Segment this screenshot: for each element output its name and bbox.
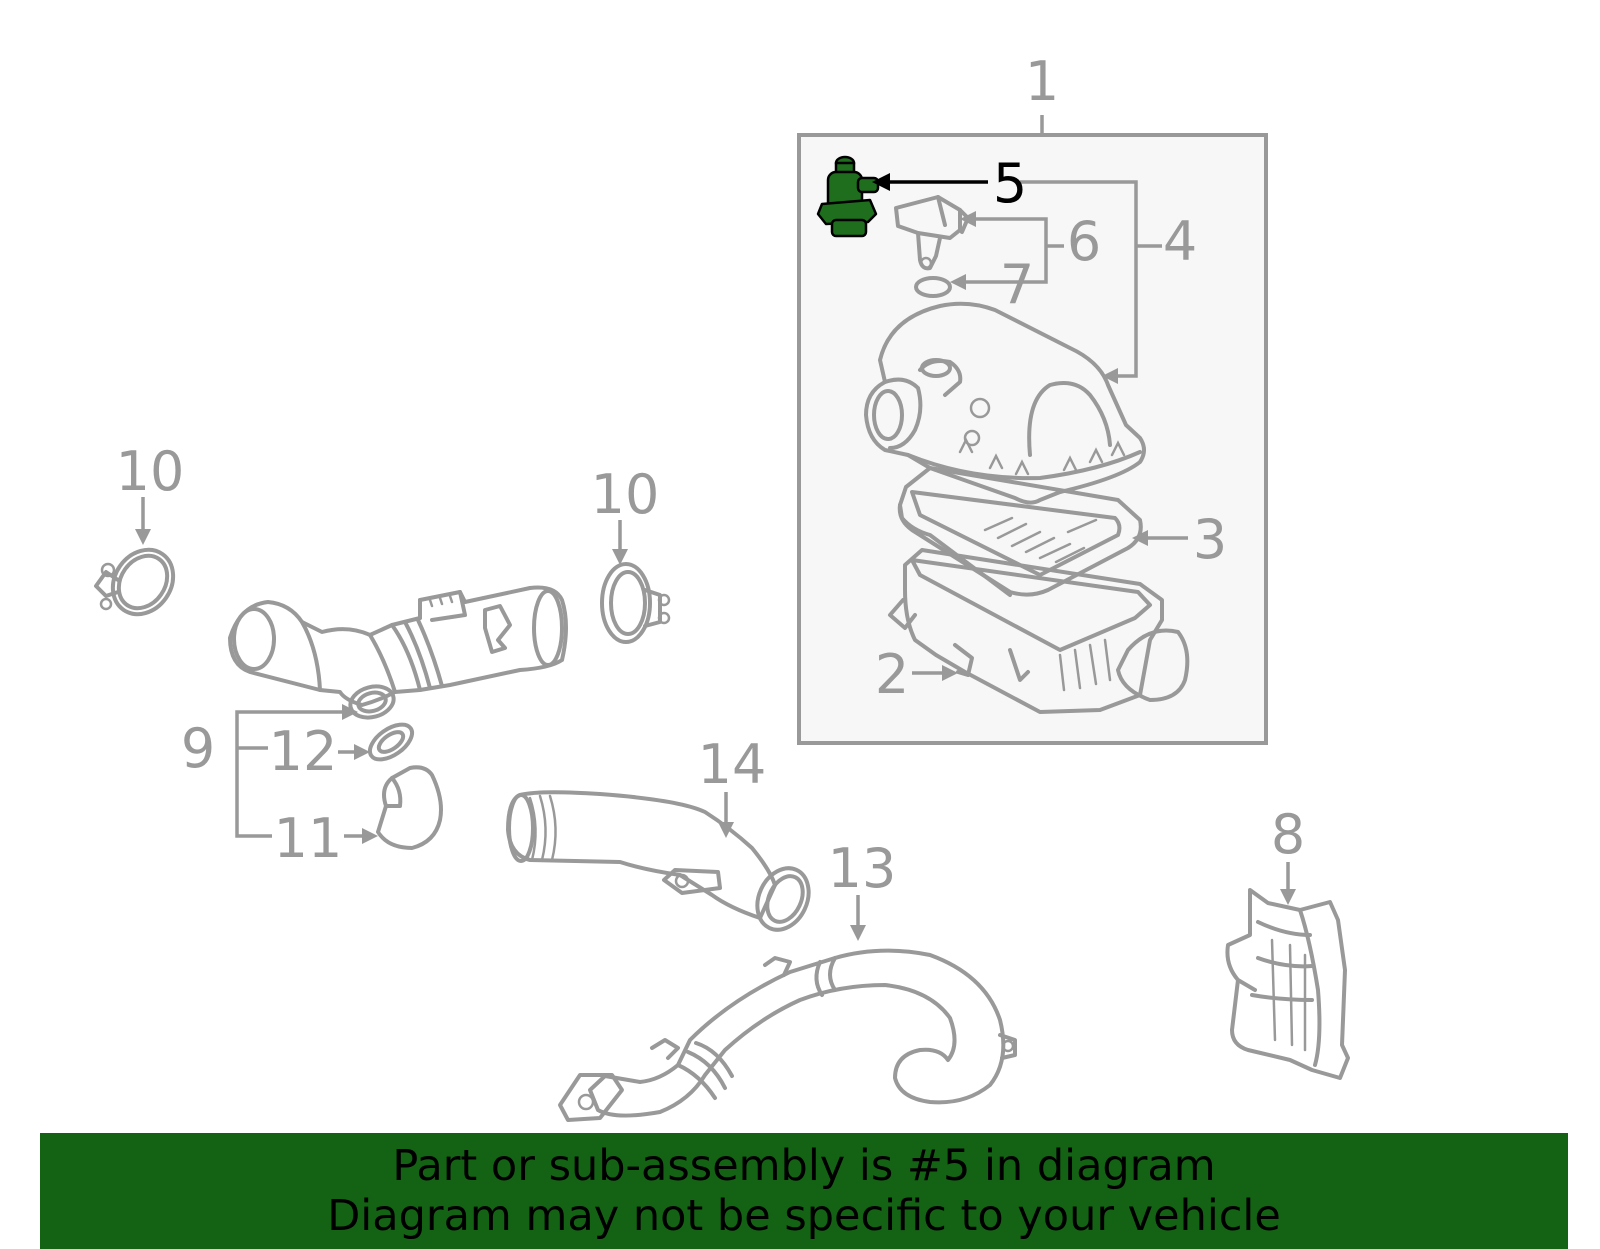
callout-12: 12 [269, 720, 338, 783]
info-banner: Part or sub-assembly is #5 in diagram Di… [40, 1133, 1568, 1249]
part-4-cleaner-cover [864, 301, 1146, 505]
leader-lines [135, 173, 1296, 941]
callout-4: 4 [1163, 210, 1197, 273]
callout-10-left: 10 [116, 440, 185, 503]
part-10-clamp-left [94, 547, 176, 617]
banner-line-2: Diagram may not be specific to your vehi… [327, 1191, 1281, 1241]
part-7-o-ring [914, 276, 952, 298]
part-14-air-hose [506, 790, 811, 932]
callout-13: 13 [828, 837, 897, 900]
callout-labels: 1 5 4 6 7 3 2 10 10 9 12 11 14 13 8 [116, 50, 1306, 900]
part-3-filter [897, 466, 1143, 597]
part-13-intake-hose [558, 948, 1017, 1122]
part-8-heat-shield [1225, 888, 1350, 1080]
callout-11: 11 [274, 807, 343, 870]
part-10-clamp-right [600, 562, 671, 644]
part-9-intake-duct [228, 585, 568, 720]
callout-6: 6 [1067, 210, 1101, 273]
callout-7: 7 [1000, 253, 1034, 316]
part-5-highlighted[interactable] [816, 155, 880, 238]
assembly-box-part-1 [797, 115, 1268, 745]
banner-line-1: Part or sub-assembly is #5 in diagram [392, 1141, 1216, 1191]
callout-3: 3 [1193, 508, 1227, 571]
callout-2: 2 [875, 643, 909, 706]
callout-8: 8 [1271, 803, 1305, 866]
callout-1: 1 [1025, 50, 1059, 113]
callout-10-right: 10 [591, 463, 660, 526]
callout-5: 5 [993, 152, 1027, 215]
callout-14: 14 [698, 733, 767, 796]
callout-9: 9 [181, 717, 215, 780]
part-2-lower-case [888, 548, 1190, 714]
part-11-elbow-hose [376, 765, 443, 850]
part-12-gasket [367, 722, 415, 762]
part-6-sensor [894, 195, 970, 271]
